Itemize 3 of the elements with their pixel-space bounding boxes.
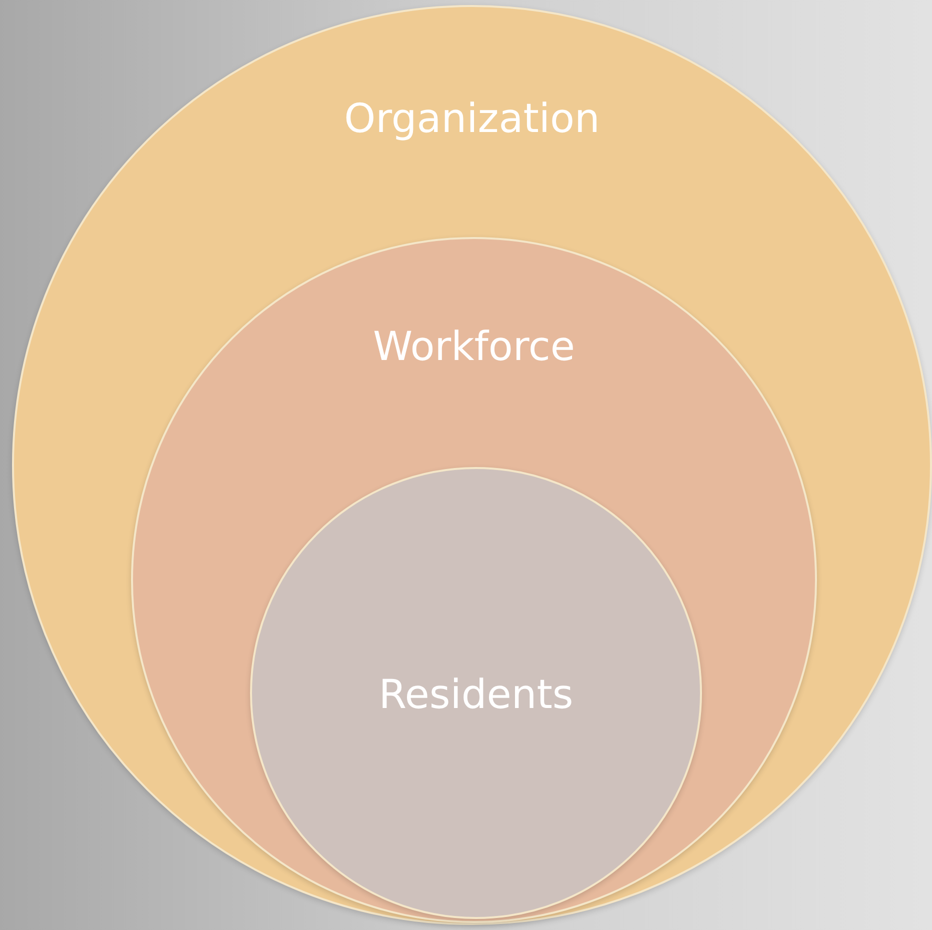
circle-label: Workforce <box>372 323 575 371</box>
circle-label: Organization <box>344 95 600 143</box>
circle-label: Residents <box>378 671 574 719</box>
